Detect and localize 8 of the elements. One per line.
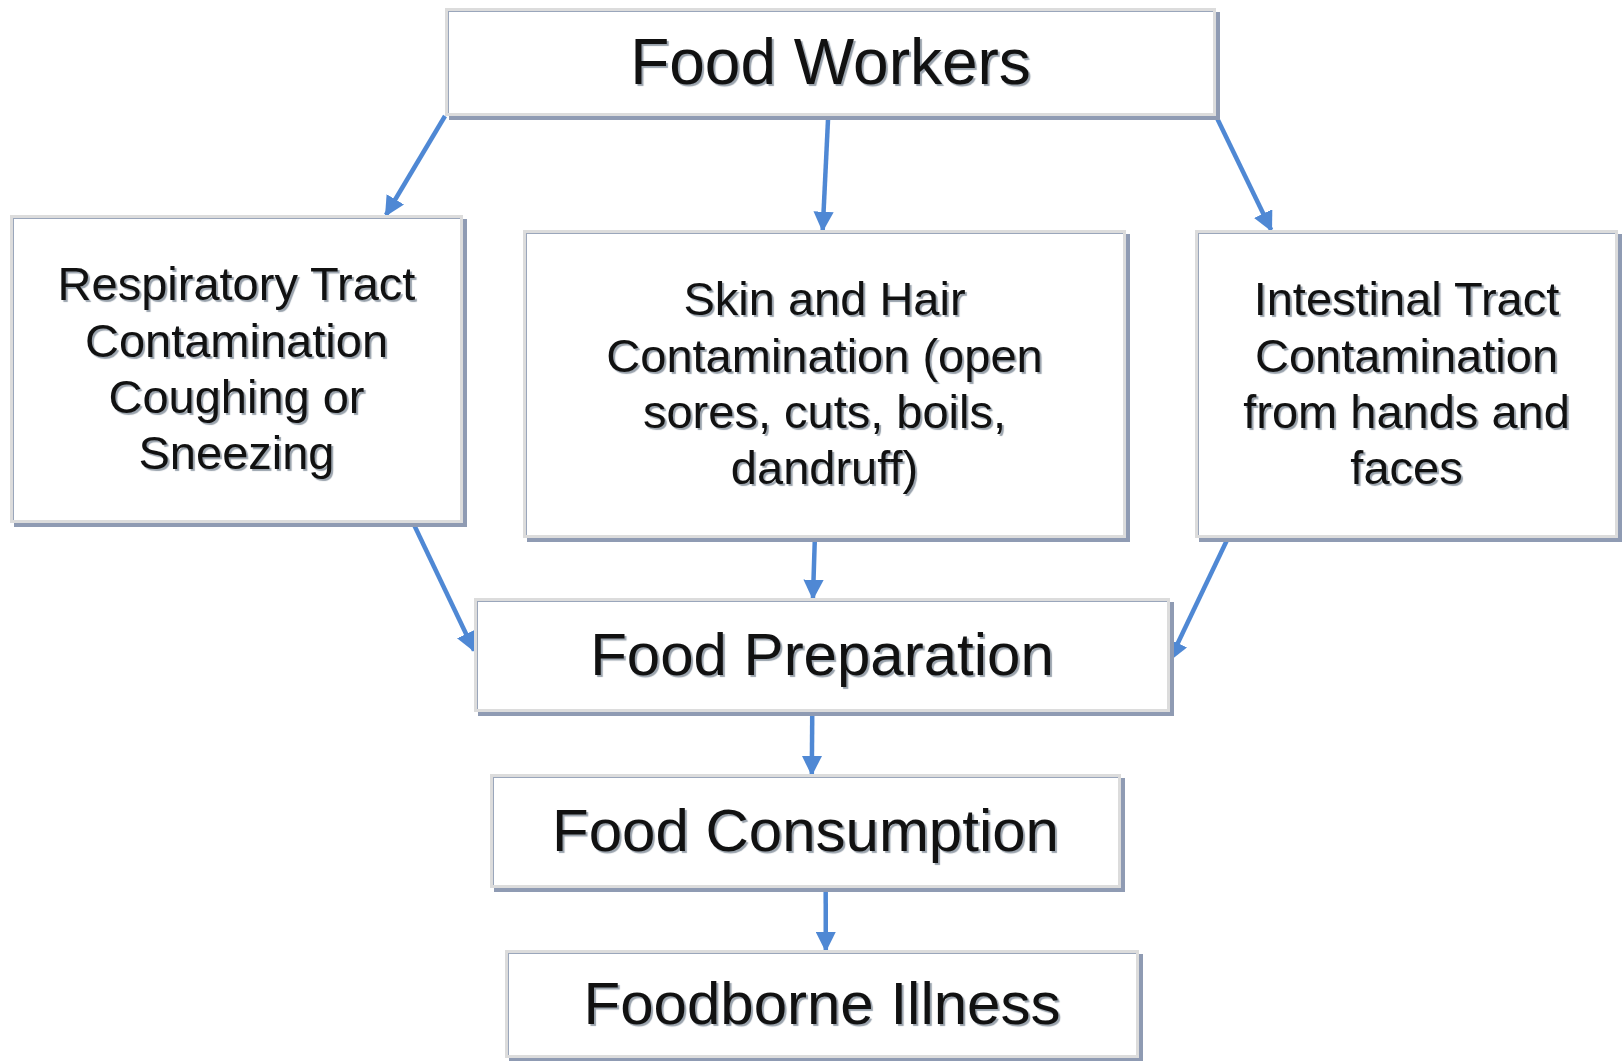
box-label: Food Consumption: [552, 796, 1059, 866]
box-label: Food Preparation: [590, 620, 1054, 690]
box-label: Skin and Hair Contamination (open sores, cuts, boils, dandruff): [605, 271, 1044, 497]
box-label: Food Workers: [630, 24, 1031, 100]
box-label: Intestinal Tract Contamination from hands and faces: [1242, 271, 1571, 497]
arrow: [384, 114, 447, 217]
box-label: Foodborne Illness: [583, 969, 1061, 1039]
box-label: Respiratory Tract Contamination Coughing or Sneezing: [56, 256, 417, 482]
